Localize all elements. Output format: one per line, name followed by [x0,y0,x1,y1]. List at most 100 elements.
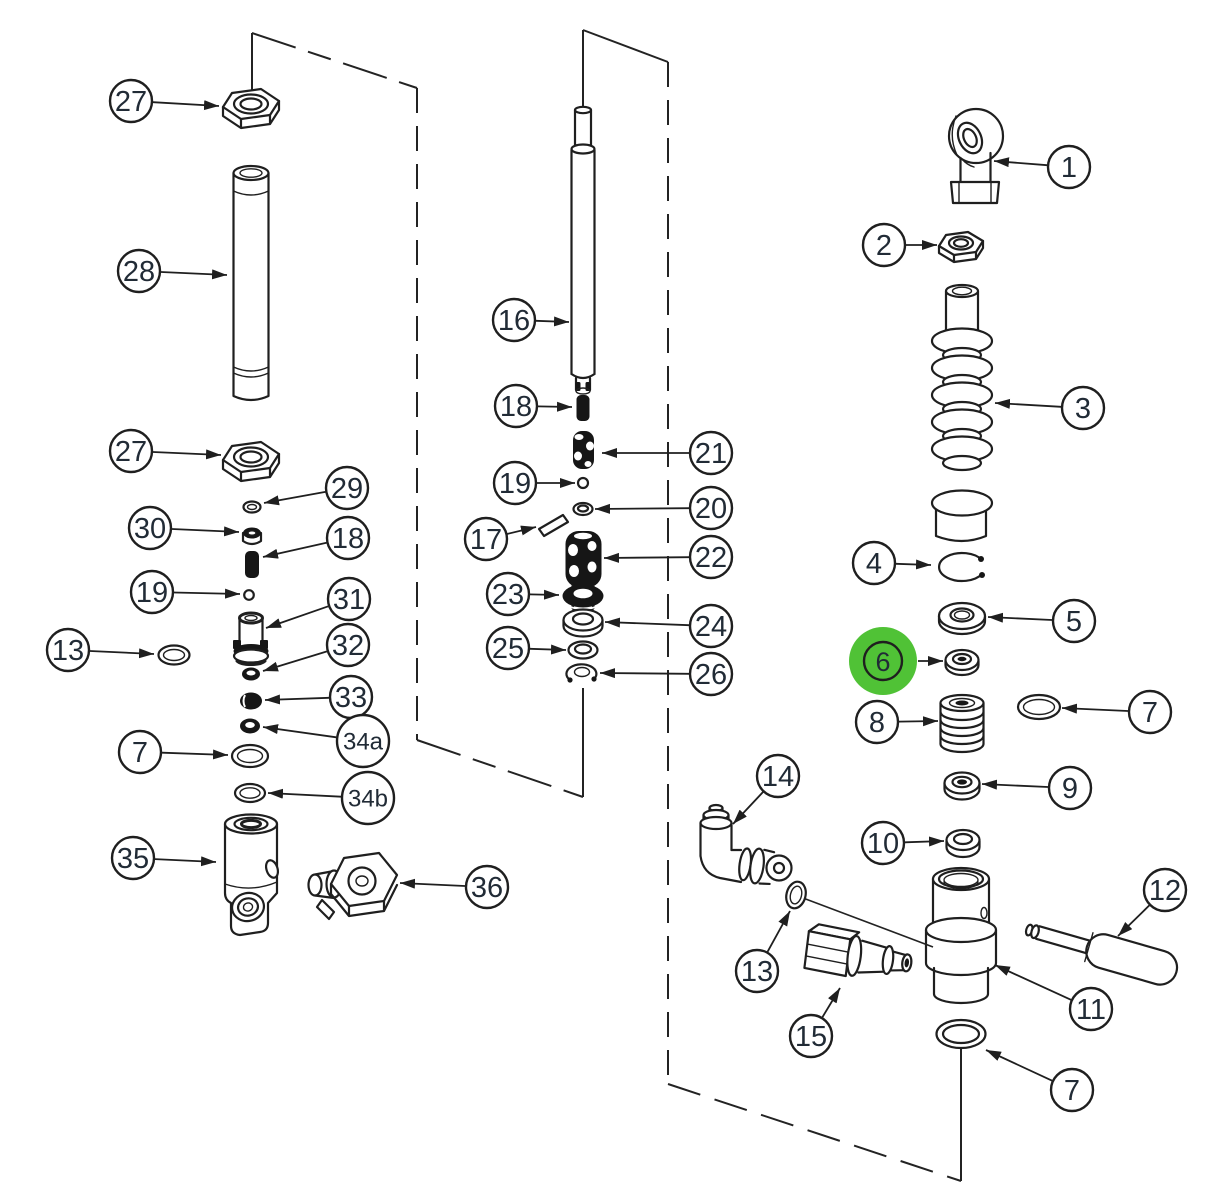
callout-circle [861,222,907,268]
callout-33[interactable]: 33 [264,674,374,720]
callout-12[interactable]: 12 [1117,867,1188,937]
callout-1[interactable]: 1 [993,144,1092,190]
callout-31[interactable]: 31 [265,576,372,629]
callout-7-left[interactable]: 7 [117,729,229,775]
callout-11[interactable]: 11 [994,964,1114,1032]
callout-label: 18 [332,523,364,555]
callout-5[interactable]: 5 [987,598,1097,644]
callout-20[interactable]: 20 [594,485,734,531]
callout-arrow [265,605,329,629]
callout-circle [1068,986,1114,1032]
part-7-oring-right [1016,693,1062,721]
callout-circle [862,640,904,682]
callout-circle [335,713,391,769]
callout-label: 13 [52,635,84,667]
callout-label: 23 [492,579,524,611]
callout-arrow [1061,703,1129,714]
part-13-oring-left [157,644,191,666]
callout-10[interactable]: 10 [860,820,945,866]
callout-circle [325,515,371,561]
callout-arrow [262,650,328,672]
callout-arrow [161,749,229,760]
callout-label: 14 [762,761,794,793]
callout-27-top[interactable]: 27 [108,78,220,124]
callout-arrow [173,588,241,599]
callout-label: 33 [335,682,367,714]
part-19-ball-mid [576,476,590,490]
callout-circle [1060,385,1106,431]
callout-arrow [529,589,560,600]
callout-36[interactable]: 36 [399,864,510,910]
callout-8[interactable]: 8 [854,699,939,745]
callout-label: 13 [741,956,773,988]
callout-circle [129,569,175,615]
callout-18-left[interactable]: 18 [262,515,371,561]
callout-18-mid[interactable]: 18 [493,383,573,429]
callout-label: 36 [471,872,503,904]
callout-3[interactable]: 3 [994,385,1106,431]
callout-35[interactable]: 35 [110,835,217,881]
callout-13-bottom[interactable]: 13 [734,910,791,994]
callout-circle [1046,144,1092,190]
callout-34b[interactable]: 34b [267,770,396,826]
callout-circle [688,430,734,476]
callout-arrow [898,716,939,727]
callout-circle [485,625,531,671]
part-24-bearing [562,608,604,638]
callout-label: 5 [1066,606,1082,638]
callout-circle [1047,765,1093,811]
part-34a-seal [240,718,260,734]
callout-circle [325,622,371,668]
callout-21[interactable]: 21 [602,430,734,476]
callout-label: 3 [1075,393,1091,425]
callout-label: 7 [1064,1075,1080,1107]
callout-circle [688,534,734,580]
callout-16[interactable]: 16 [491,297,570,343]
callout-2[interactable]: 2 [861,222,937,268]
callout-26[interactable]: 26 [599,651,734,697]
callout-label: 25 [492,633,524,665]
callout-19-mid[interactable]: 19 [492,460,575,506]
callout-label: 19 [499,468,531,500]
callout-25[interactable]: 25 [485,625,567,671]
callout-7-right[interactable]: 7 [1061,689,1173,735]
callout-19-left[interactable]: 19 [129,569,241,615]
callout-13-left[interactable]: 13 [45,627,155,673]
callout-circle [108,428,154,474]
callout-arrow [262,724,337,739]
callout-label: 24 [695,611,727,643]
callout-24[interactable]: 24 [604,603,734,649]
part-17-pin [537,513,570,538]
callout-9[interactable]: 9 [981,765,1093,811]
part-6-bearing-highlighted [944,648,980,677]
callout-arrow [732,791,764,825]
callout-15[interactable]: 15 [788,987,841,1059]
callout-34a[interactable]: 34a [262,713,391,769]
callout-17[interactable]: 17 [463,516,537,562]
callout-28[interactable]: 28 [116,248,228,294]
part-36-swivel-fitting [307,851,399,921]
callout-circle [116,248,162,294]
callout-arrow [994,398,1062,409]
callout-29[interactable]: 29 [263,465,370,511]
part-29-oring [242,500,262,514]
callout-label: 22 [695,542,727,574]
callout-32[interactable]: 32 [262,622,371,672]
callout-23[interactable]: 23 [485,571,560,617]
callout-arrow [993,157,1048,168]
callout-6[interactable]: 6 [849,627,943,695]
part-27-hex-nut-top [221,87,281,130]
callout-30[interactable]: 30 [127,505,240,551]
callout-14[interactable]: 14 [732,753,801,825]
callout-22[interactable]: 22 [603,534,734,580]
callout-arrow [1117,904,1150,937]
callout-7-bottom[interactable]: 7 [985,1049,1095,1113]
callout-27-mid[interactable]: 27 [108,428,222,474]
callout-circle [788,1013,834,1059]
part-20-seal [572,501,594,517]
callout-circle [492,460,538,506]
callout-arrow [599,668,690,679]
callout-arrow [766,910,791,953]
callout-4[interactable]: 4 [851,540,932,586]
callout-arrow [89,648,155,659]
